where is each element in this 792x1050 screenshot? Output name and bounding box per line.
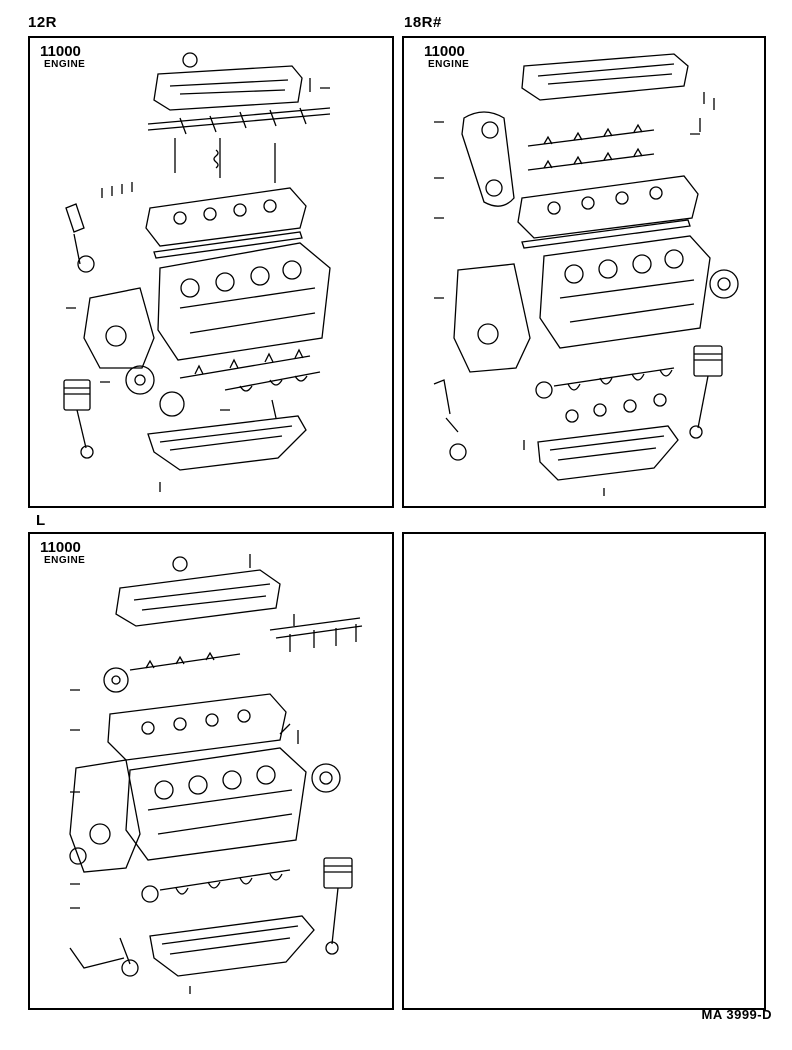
section-label-18r: 18R# [404, 14, 442, 31]
panel-title-l: 11000 ENGINE [40, 540, 85, 566]
panel-title-12r: 11000 ENGINE [40, 44, 85, 70]
engine-exploded-diagram-icon [69, 554, 363, 994]
panel-l: 11000 ENGINE [28, 532, 394, 1010]
panel-12r: 11000 ENGINE [28, 36, 394, 508]
part-code-12r: 11000 [40, 43, 81, 60]
part-code-l: 11000 [40, 539, 81, 556]
part-code-18r: 11000 [424, 43, 465, 60]
engine-exploded-diagram-icon [433, 53, 739, 496]
engine-exploded-diagram-icon [63, 52, 331, 492]
part-name-l: ENGINE [44, 555, 86, 566]
diagram-reference-code: MA 3999-D [701, 1007, 772, 1022]
panel-empty [402, 532, 766, 1010]
panel-18r: 11000 ENGINE [402, 36, 766, 508]
part-name-18r: ENGINE [428, 59, 470, 70]
panel-title-18r: 11000 ENGINE [424, 44, 469, 70]
section-label-12r: 12R [28, 14, 58, 31]
part-name-12r: ENGINE [44, 59, 86, 70]
section-label-l: L [36, 512, 46, 529]
